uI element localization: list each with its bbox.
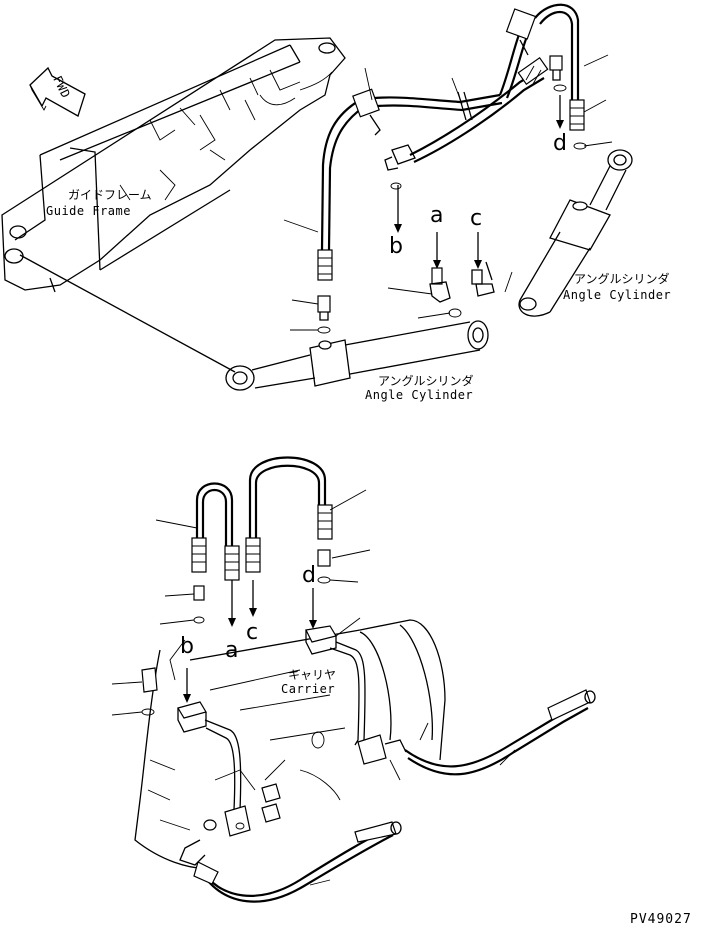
- connection-letter-d-top: d: [553, 131, 567, 156]
- connection-letter-a-bottom: a: [225, 638, 239, 663]
- angle-cylinder-left-jp-label: アングルシリンダ: [378, 374, 474, 388]
- top-hose-assembly: [317, 3, 585, 334]
- carrier-jp-label: キャリヤ: [288, 668, 337, 682]
- connection-letter-b-bottom: b: [180, 634, 194, 659]
- angle-cylinder-right: [518, 149, 633, 317]
- carrier-en-label: Carrier: [281, 682, 336, 696]
- bottom-leader-lines: [111, 489, 516, 886]
- connection-letter-b-top: b: [389, 234, 403, 259]
- drawing-code: PV49027: [630, 912, 692, 927]
- forward-arrow-icon: [29, 66, 86, 117]
- bottom-u-hoses: [191, 456, 333, 624]
- angle-cylinder-right-en-label: Angle Cylinder: [563, 288, 672, 302]
- angle-cylinder-left: [19, 254, 489, 391]
- top-elbow-fittings: [429, 261, 513, 318]
- connection-letter-d-bottom: d: [302, 563, 316, 588]
- guide-frame-outline: [1, 37, 346, 293]
- top-leader-lines: [283, 54, 613, 331]
- guide-frame-en-label: Guide Frame: [46, 204, 131, 218]
- carrier-outline: [134, 619, 446, 869]
- bottom-blocks-and-pipes: [141, 625, 407, 866]
- angle-cylinder-left-en-label: Angle Cylinder: [365, 388, 474, 402]
- top-connection-arrows: [390, 84, 587, 269]
- connection-letter-a-top: a: [430, 203, 444, 228]
- connection-letter-c-top: c: [470, 206, 483, 231]
- angle-cylinder-right-jp-label: アングルシリンダ: [574, 272, 670, 286]
- guide-frame-jp-label: ガイドフレーム: [68, 188, 152, 202]
- connection-letter-c-bottom: c: [246, 620, 259, 645]
- bottom-connection-arrows: [183, 580, 317, 703]
- bottom-long-hoses: [193, 689, 596, 903]
